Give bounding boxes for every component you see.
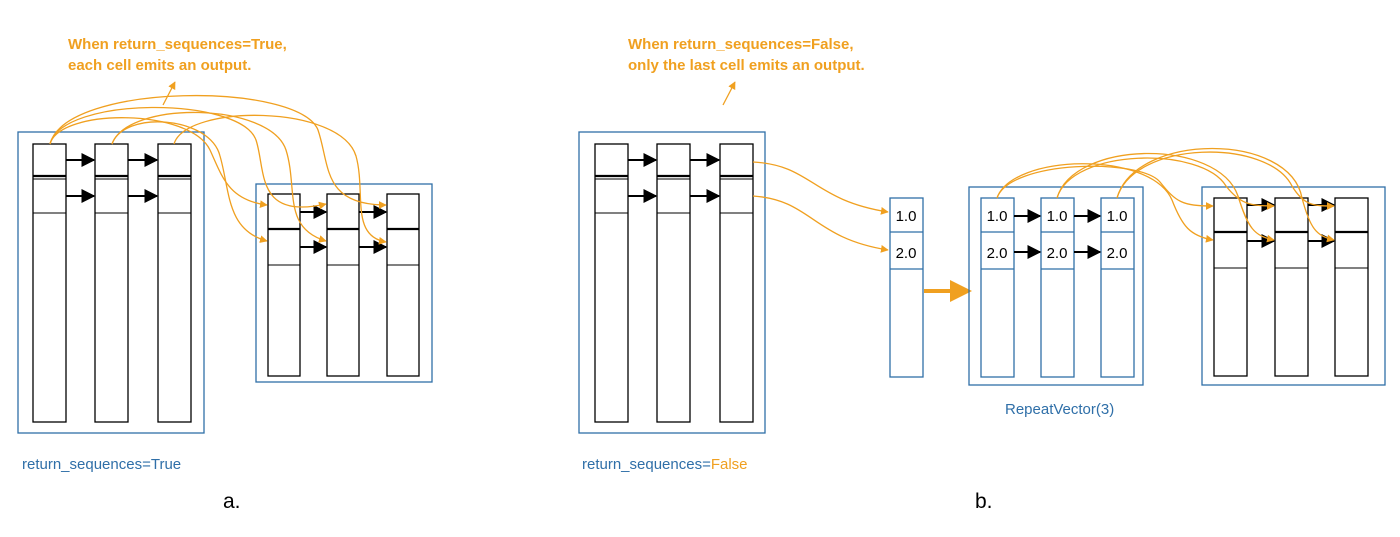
panel-b-note-line-2: only the last cell emits an output. bbox=[628, 57, 865, 74]
lstm-cell-column bbox=[386, 193, 420, 377]
repeat-vector-caption: RepeatVector(3) bbox=[1005, 401, 1114, 418]
repeat-vector-value: 1.0 bbox=[1047, 208, 1068, 225]
panel-b-label: b. bbox=[975, 490, 993, 513]
output-vector-frame bbox=[889, 197, 924, 378]
panel-b-output-lstm-frame bbox=[1201, 186, 1386, 386]
panel-a-caption: return_sequences=True bbox=[22, 456, 181, 473]
panel-b-caption-prefix: return_sequences= bbox=[582, 456, 711, 473]
panel-b-note-pointer bbox=[722, 81, 736, 106]
panel-a-input-lstm-columns bbox=[32, 143, 192, 423]
panel-a: When return_sequences=True, each cell em… bbox=[17, 36, 433, 513]
panel-a-label: a. bbox=[223, 490, 241, 513]
panel-b-input-state-arrows bbox=[628, 153, 721, 203]
panel-a-sequence-output-arrows bbox=[49, 94, 387, 245]
output-vector-value: 1.0 bbox=[896, 208, 917, 225]
panel-b-input-lstm-frame bbox=[578, 131, 766, 434]
lstm-cell-column bbox=[32, 143, 67, 423]
lstm-cell-column bbox=[326, 193, 360, 377]
lstm-cell-column bbox=[656, 143, 691, 423]
repeat-vector-arrows bbox=[1014, 209, 1102, 259]
panel-a-note-line-2: each cell emits an output. bbox=[68, 57, 251, 74]
panel-a-output-lstm-frame bbox=[255, 183, 433, 383]
repeat-vector-frame bbox=[968, 186, 1144, 386]
panel-a-input-lstm-frame bbox=[17, 131, 205, 434]
repeat-vector-value: 2.0 bbox=[1047, 245, 1068, 262]
lstm-cell-column bbox=[1334, 197, 1369, 377]
lstm-cell-column bbox=[1213, 197, 1248, 377]
repeat-vector-values: 1.0 1.0 1.0 2.0 2.0 2.0 bbox=[987, 208, 1128, 262]
panel-b: When return_sequences=False, only the la… bbox=[578, 36, 1386, 513]
lstm-cell-column bbox=[157, 143, 192, 423]
lstm-cell-column bbox=[1274, 197, 1309, 377]
lstm-cell-column bbox=[719, 143, 754, 423]
lstm-cell-column bbox=[94, 143, 129, 423]
repeat-vector-value: 2.0 bbox=[1107, 245, 1128, 262]
repeat-vector-value: 1.0 bbox=[987, 208, 1008, 225]
repeat-block-arrow bbox=[924, 280, 972, 302]
panel-b-note-line-1: When return_sequences=False, bbox=[628, 36, 854, 53]
output-vector-value: 2.0 bbox=[896, 245, 917, 262]
repeat-vector-value: 2.0 bbox=[987, 245, 1008, 262]
panel-b-last-output-arrows bbox=[752, 161, 889, 253]
lstm-cell-column bbox=[267, 193, 301, 377]
panel-b-input-lstm-columns bbox=[594, 143, 754, 423]
panel-a-input-state-arrows bbox=[66, 153, 159, 203]
panel-b-repeat-to-decoder-arrows bbox=[996, 147, 1335, 243]
panel-b-output-lstm-columns bbox=[1213, 197, 1369, 377]
lstm-cell-column bbox=[594, 143, 629, 423]
repeat-vector-value: 1.0 bbox=[1107, 208, 1128, 225]
panel-b-caption: return_sequences=False bbox=[582, 456, 748, 473]
panel-a-output-state-arrows bbox=[300, 205, 388, 254]
panel-b-caption-value: False bbox=[711, 456, 748, 473]
panel-a-output-lstm-columns bbox=[267, 193, 420, 377]
panel-b-output-vector: 1.0 2.0 bbox=[889, 197, 924, 378]
panel-a-note-pointer bbox=[162, 81, 176, 106]
panel-a-note-line-1: When return_sequences=True, bbox=[68, 36, 287, 53]
